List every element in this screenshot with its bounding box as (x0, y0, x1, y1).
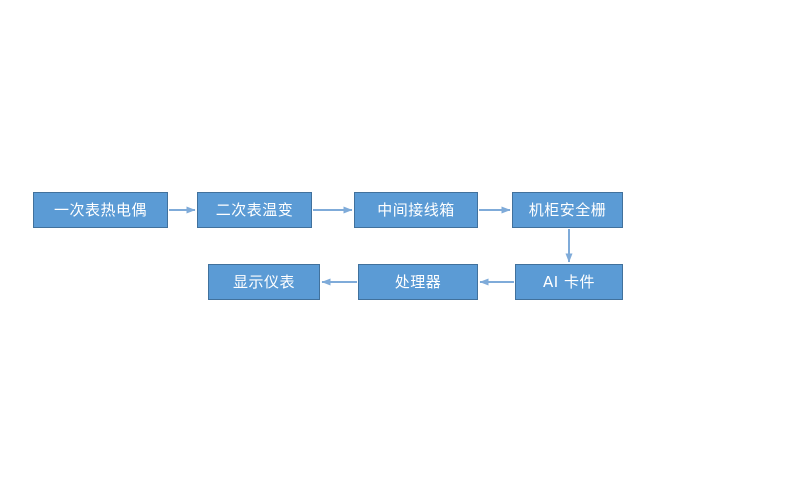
node-primary-thermocouple[interactable]: 一次表热电偶 (33, 192, 168, 228)
node-secondary-temperature-transmitter[interactable]: 二次表温变 (197, 192, 312, 228)
node-ai-card[interactable]: AI 卡件 (515, 264, 623, 300)
node-display-instrument[interactable]: 显示仪表 (208, 264, 320, 300)
node-cabinet-safety-barrier[interactable]: 机柜安全栅 (512, 192, 623, 228)
node-processor[interactable]: 处理器 (358, 264, 478, 300)
node-intermediate-junction-box[interactable]: 中间接线箱 (354, 192, 478, 228)
